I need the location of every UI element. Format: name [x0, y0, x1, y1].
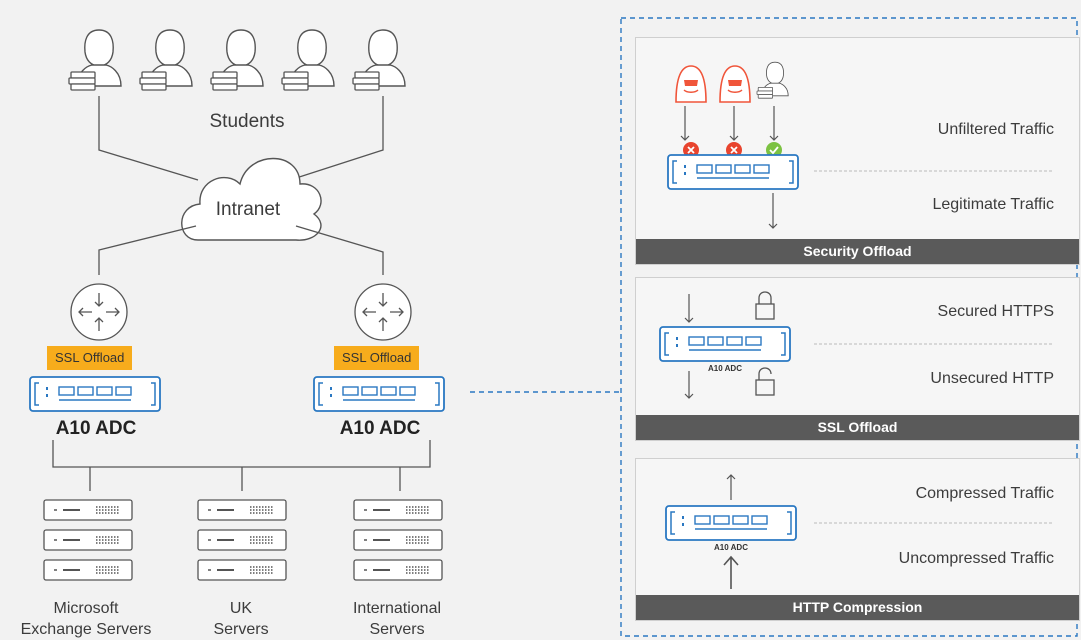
- traffic-arrow-down: [768, 193, 778, 229]
- blocked-icon: [726, 142, 742, 158]
- server-stack-icon: [197, 499, 287, 581]
- adc-label: A10 ADC: [339, 418, 421, 439]
- server-group-label-line1: International: [352, 600, 442, 617]
- panel-top-text: Unfiltered Traffic: [937, 121, 1054, 138]
- server-group-label: UK Servers: [213, 598, 268, 640]
- security-offload-panel: Unfiltered Traffic Legitimate Traffic Se…: [635, 37, 1080, 265]
- panel-top-text: Secured HTTPS: [937, 303, 1054, 320]
- server-stack-icon: [353, 499, 443, 581]
- http-compression-graphic: [665, 474, 1054, 589]
- server-group-label-line2: Servers: [213, 621, 269, 638]
- traffic-arrow-down: [684, 294, 694, 323]
- server-group-label-line1: UK: [229, 600, 253, 617]
- server-group-label-line2: Servers: [369, 621, 425, 638]
- panel-top-text: Compressed Traffic: [915, 485, 1054, 502]
- security-offload-graphic: [667, 61, 1054, 229]
- lock-open-icon: [755, 367, 775, 396]
- traffic-arrow-down: [684, 371, 694, 399]
- adc-device-icon: [665, 505, 797, 541]
- student-connector-lines: [98, 96, 384, 181]
- attacker-icon: [719, 65, 751, 103]
- server-group-label-line2: Exchange Servers: [20, 621, 152, 638]
- traffic-arrow-up: [726, 474, 736, 500]
- student-icon: [281, 29, 335, 91]
- adc-device-icon: [667, 154, 799, 190]
- student-icon: [756, 61, 789, 99]
- traffic-arrows: [680, 106, 779, 141]
- panel-title: SSL Offload: [636, 415, 1079, 440]
- http-compression-panel: A10 ADC Compressed Traffic Uncompressed …: [635, 458, 1080, 621]
- ssl-offload-graphic: [659, 291, 1054, 399]
- panel-bottom-text: Unsecured HTTP: [930, 370, 1054, 387]
- adc-device-icon: [659, 326, 791, 362]
- adc-mini-label: A10 ADC: [714, 543, 748, 552]
- students-label: Students: [209, 111, 285, 132]
- panel-bottom-text: Legitimate Traffic: [932, 196, 1054, 213]
- intranet-cloud-icon: [181, 158, 322, 241]
- adc-label: A10 ADC: [55, 418, 137, 439]
- student-icon: [352, 29, 406, 91]
- ssl-offload-badge: SSL Offload: [47, 346, 133, 370]
- student-icon: [139, 29, 193, 91]
- blocked-icon: [683, 142, 699, 158]
- attacker-icon: [675, 65, 707, 103]
- adc-device-icon: [313, 376, 445, 412]
- lock-closed-icon: [755, 291, 775, 320]
- server-group-label-line1: Microsoft: [53, 600, 119, 617]
- adc-device-icon: [29, 376, 161, 412]
- router-icon: [354, 283, 412, 341]
- ssl-offload-panel: A10 ADC Secured HTTPS Unsecured HTTP SSL…: [635, 277, 1080, 441]
- server-stack-icon: [43, 499, 133, 581]
- intranet-label: Intranet: [215, 199, 281, 220]
- server-bus-lines: [52, 440, 431, 491]
- cloud-connector-lines: [98, 225, 384, 275]
- panel-bottom-text: Uncompressed Traffic: [898, 550, 1054, 567]
- traffic-arrow-up-large: [723, 555, 739, 589]
- server-group-label: Microsoft Exchange Servers: [21, 598, 152, 640]
- panel-title: HTTP Compression: [636, 595, 1079, 620]
- ssl-offload-badge: SSL Offload: [334, 346, 420, 370]
- panel-title: Security Offload: [636, 239, 1079, 264]
- student-icon: [68, 29, 122, 91]
- student-icon: [210, 29, 264, 91]
- allowed-check-icon: [766, 142, 782, 158]
- adc-mini-label: A10 ADC: [708, 364, 742, 373]
- router-icon: [70, 283, 128, 341]
- server-group-label: International Servers: [353, 598, 441, 640]
